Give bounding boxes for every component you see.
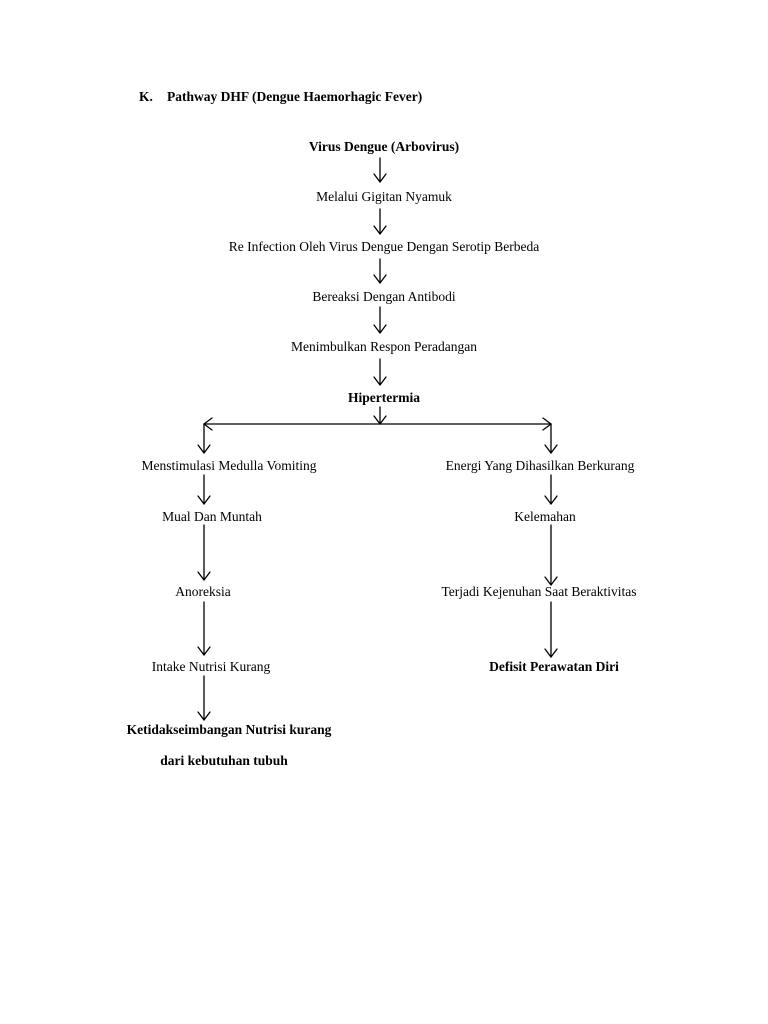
node-energi-berkurang: Energi Yang Dihasilkan Berkurang	[445, 458, 635, 473]
arrow-virus-to-gigitan	[373, 157, 387, 183]
node-anoreksia: Anoreksia	[175, 584, 231, 599]
arrow-hipertermia-split	[197, 406, 558, 454]
arrow-anoreksia-to-intake	[197, 601, 211, 656]
node-kejenuhan: Terjadi Kejenuhan Saat Beraktivitas	[441, 584, 637, 599]
arrow-kejenuhan-to-defisit	[544, 601, 558, 658]
arrow-reinfection-to-bereaksi	[373, 258, 387, 284]
node-bereaksi-antibodi: Bereaksi Dengan Antibodi	[312, 289, 456, 304]
node-gigitan-nyamuk: Melalui Gigitan Nyamuk	[316, 189, 452, 204]
node-medulla-vomiting: Menstimulasi Medulla Vomiting	[141, 458, 317, 473]
arrow-mual-to-anoreksia	[197, 524, 211, 581]
section-marker: K.	[139, 89, 153, 104]
arrow-medulla-to-mual	[197, 474, 211, 505]
node-virus-dengue: Virus Dengue (Arbovirus)	[308, 139, 460, 154]
outcome-defisit-perawatan: Defisit Perawatan Diri	[489, 659, 619, 674]
outcome-nutrisi-line-2: dari kebutuhan tubuh	[160, 753, 288, 768]
node-intake-nutrisi: Intake Nutrisi Kurang	[151, 659, 271, 674]
arrow-kelemahan-to-kejenuhan	[544, 524, 558, 586]
arrow-energi-to-kelemahan	[544, 474, 558, 505]
node-re-infection: Re Infection Oleh Virus Dengue Dengan Se…	[228, 239, 540, 254]
node-hipertermia: Hipertermia	[348, 390, 420, 405]
node-mual-muntah: Mual Dan Muntah	[162, 509, 262, 524]
arrow-respon-to-hipertermia	[373, 358, 387, 386]
arrow-intake-to-ketidakseimbangan	[197, 675, 211, 721]
node-kelemahan: Kelemahan	[514, 509, 576, 524]
node-respon-peradangan: Menimbulkan Respon Peradangan	[291, 339, 477, 354]
outcome-nutrisi-line-1: Ketidakseimbangan Nutrisi kurang	[126, 722, 332, 737]
page-title: Pathway DHF (Dengue Haemorhagic Fever)	[167, 89, 423, 104]
arrow-gigitan-to-reinfection	[373, 208, 387, 235]
arrow-bereaksi-to-respon	[373, 306, 387, 334]
